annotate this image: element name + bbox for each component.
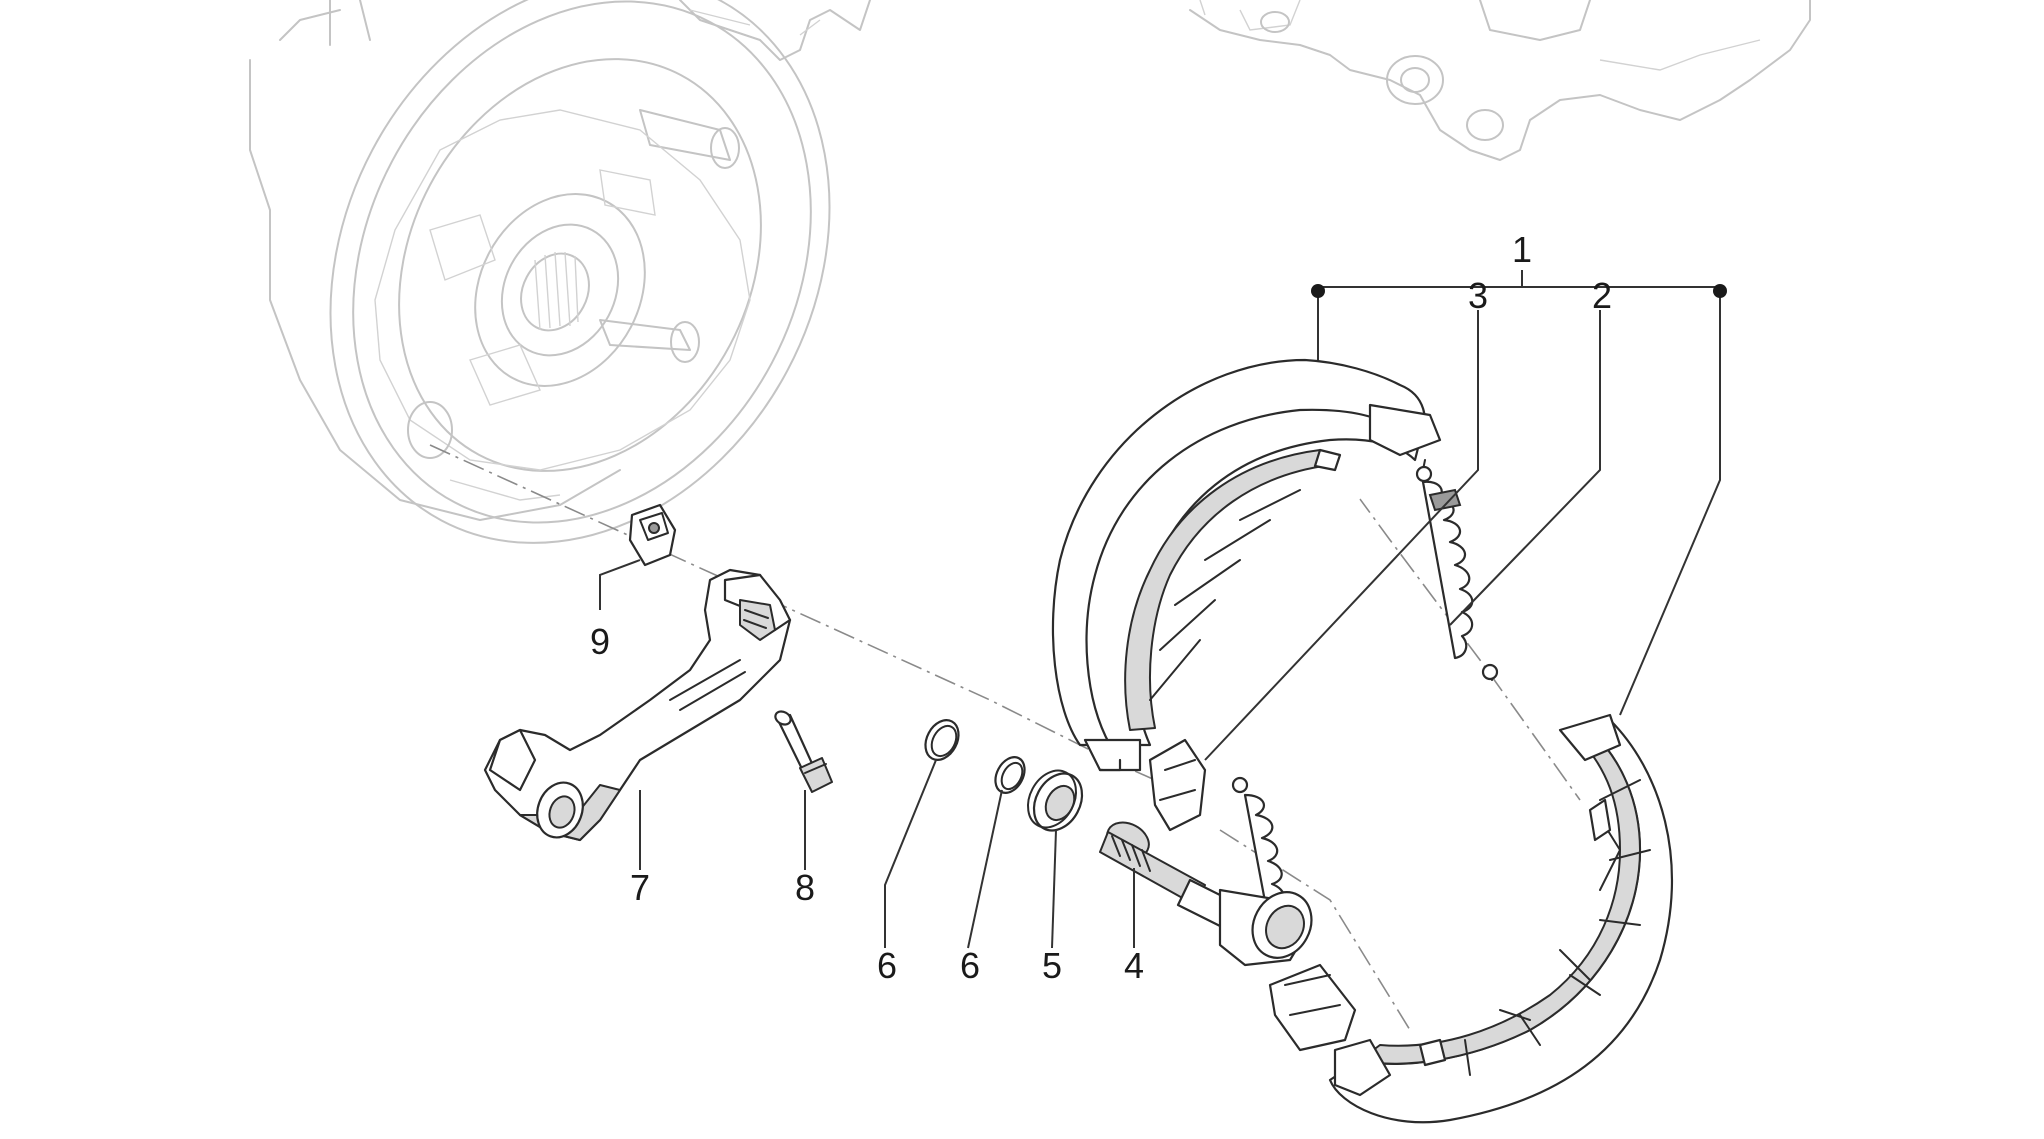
leader-6a <box>884 759 937 948</box>
ghost-hub-housing <box>249 0 871 544</box>
callout-3: 3 <box>1468 275 1488 316</box>
callout-1: 1 <box>1512 229 1532 270</box>
leader-6b <box>967 789 1003 949</box>
callout-leaders <box>599 270 1727 949</box>
o-ring-a <box>924 719 960 761</box>
ghost-frame-top-right <box>1189 0 1811 161</box>
nut <box>628 503 677 567</box>
callout-6a: 6 <box>877 945 897 986</box>
brake-lever <box>483 568 792 842</box>
brake-shoe-upper <box>1051 358 1442 772</box>
leader-2 <box>1449 310 1601 626</box>
leader-9 <box>599 559 641 610</box>
callout-9: 9 <box>590 621 610 662</box>
callout-2: 2 <box>1592 275 1612 316</box>
callout-4: 4 <box>1124 945 1144 986</box>
callout-labels: 1 2 3 4 5 6 6 7 8 9 <box>590 229 1612 986</box>
anchor-clip-upper <box>1148 738 1207 832</box>
leader-3 <box>1204 310 1479 761</box>
callout-5: 5 <box>1042 945 1062 986</box>
callout-7: 7 <box>630 867 650 908</box>
leader-dot-left <box>1311 284 1325 298</box>
screw <box>774 710 833 793</box>
brake-cam-shaft <box>1099 821 1313 967</box>
leader-1-right <box>1619 300 1721 716</box>
leader-5 <box>1051 829 1057 949</box>
brake-shoe-lower <box>1328 713 1674 1124</box>
callout-8: 8 <box>795 867 815 908</box>
anchor-clip-lower <box>1268 963 1357 1052</box>
o-ring-b <box>994 756 1026 794</box>
callout-6b: 6 <box>960 945 980 986</box>
leader-dot-right <box>1713 284 1727 298</box>
oil-seal <box>1027 769 1084 832</box>
